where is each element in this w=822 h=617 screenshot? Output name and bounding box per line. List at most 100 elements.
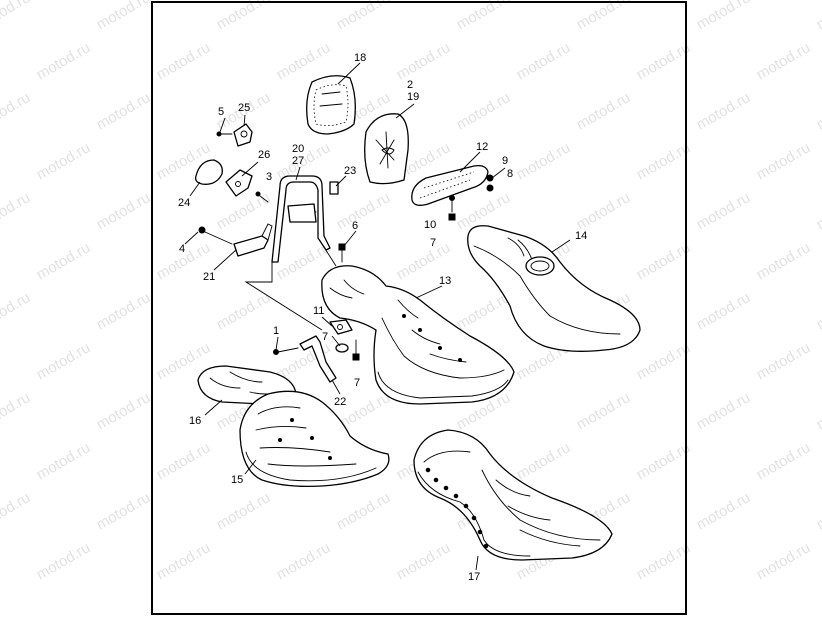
part-8-nut[interactable] xyxy=(486,184,494,192)
part-18-seat[interactable] xyxy=(413,429,613,561)
watermark-text: motod.ru xyxy=(94,289,154,333)
watermark-text: motod.ru xyxy=(94,0,154,33)
callout-20[interactable]: 19 xyxy=(407,91,419,103)
watermark-text: motod.ru xyxy=(394,539,454,583)
watermark-text: motod.ru xyxy=(574,389,634,433)
watermark-text: motod.ru xyxy=(574,189,634,233)
watermark-text: motod.ru xyxy=(214,0,274,33)
part-12-pad[interactable] xyxy=(411,164,489,206)
callout-25[interactable]: 24 xyxy=(178,197,190,209)
callout-15[interactable]: 14 xyxy=(575,230,587,242)
part-9-washer[interactable] xyxy=(335,343,349,353)
watermark-text: motod.ru xyxy=(34,539,94,583)
part-10-washer[interactable] xyxy=(486,174,494,182)
part-16-seat[interactable] xyxy=(239,390,390,488)
watermark-text: motod.ru xyxy=(814,489,822,533)
watermark-text: motod.ru xyxy=(0,189,33,233)
watermark-text: motod.ru xyxy=(154,39,214,83)
part-22-bracket[interactable] xyxy=(233,223,273,257)
part-6-bolt[interactable] xyxy=(338,243,346,263)
part-5-screw[interactable] xyxy=(216,131,233,137)
callout-18[interactable]: 17 xyxy=(468,571,480,583)
callout-13[interactable]: 11 xyxy=(313,305,324,317)
watermark-text: motod.ru xyxy=(514,439,574,483)
watermark-text: motod.ru xyxy=(634,539,694,583)
leader-lines xyxy=(184,62,571,571)
callout-23[interactable]: 22 xyxy=(334,396,346,408)
part-25-plate[interactable] xyxy=(194,159,223,185)
watermark-text: motod.ru xyxy=(214,289,274,333)
watermark-text: motod.ru xyxy=(754,439,814,483)
part-20-backrest[interactable] xyxy=(364,113,409,185)
callout-12[interactable]: 12 xyxy=(476,141,488,153)
part-27-plate[interactable] xyxy=(225,169,253,197)
part-4-bolt[interactable] xyxy=(198,226,233,245)
part-23-bracket[interactable] xyxy=(299,335,337,383)
callout-16[interactable]: 15 xyxy=(231,474,243,486)
watermark-text: motod.ru xyxy=(154,539,214,583)
watermark-text: motod.ru xyxy=(514,139,574,183)
watermark-text: motod.ru xyxy=(514,39,574,83)
part-19-backrest-pad[interactable] xyxy=(306,75,356,135)
callout-3[interactable]: 3 xyxy=(266,171,272,183)
watermark-text: motod.ru xyxy=(0,389,33,433)
part-15-seat[interactable] xyxy=(467,225,641,352)
callout-8[interactable]: 8 xyxy=(507,168,513,180)
callout-10[interactable]: 9 xyxy=(502,155,508,167)
watermark-text: motod.ru xyxy=(814,389,822,433)
callout-28[interactable]: 27 xyxy=(292,155,304,167)
stud-row xyxy=(425,467,489,549)
part-14-seat[interactable] xyxy=(321,265,515,405)
watermark-text: motod.ru xyxy=(634,239,694,283)
part-1-screw[interactable] xyxy=(273,347,299,355)
watermark-text: motod.ru xyxy=(754,339,814,383)
watermark-text: motod.ru xyxy=(0,0,33,33)
watermark-text: motod.ru xyxy=(634,39,694,83)
part-11-screw[interactable] xyxy=(449,195,455,213)
part-7-screw[interactable] xyxy=(448,213,456,221)
callout-7a[interactable]: 7 xyxy=(430,237,436,249)
part-21-upright[interactable] xyxy=(271,175,331,263)
watermark-text: motod.ru xyxy=(34,339,94,383)
watermark-text: motod.ru xyxy=(574,89,634,133)
callout-17[interactable]: 16 xyxy=(189,415,201,427)
callout-22[interactable]: 21 xyxy=(203,271,215,283)
callout-5[interactable]: 5 xyxy=(218,106,224,118)
callout-2[interactable]: 2 xyxy=(407,79,413,91)
watermark-text: motod.ru xyxy=(0,489,33,533)
callout-14[interactable]: 13 xyxy=(439,275,451,287)
watermark-text: motod.ru xyxy=(214,489,274,533)
watermark-text: motod.ru xyxy=(694,389,754,433)
watermark-text: motod.ru xyxy=(634,139,694,183)
callout-7b[interactable]: 7 xyxy=(354,377,360,389)
callout-27[interactable]: 26 xyxy=(258,149,270,161)
callout-9[interactable]: 7 xyxy=(322,331,328,343)
watermark-text: motod.ru xyxy=(94,189,154,233)
watermark-text: motod.ru xyxy=(34,39,94,83)
watermark-text: motod.ru xyxy=(394,39,454,83)
watermark-text: motod.ru xyxy=(154,439,214,483)
callout-21[interactable]: 20 xyxy=(292,143,304,155)
callout-26[interactable]: 25 xyxy=(238,102,250,114)
callout-4[interactable]: 4 xyxy=(179,243,185,255)
callout-1[interactable]: 1 xyxy=(273,325,279,337)
part-13-bracket[interactable] xyxy=(329,319,353,335)
part-7-bolt[interactable] xyxy=(352,339,360,361)
watermark-text: motod.ru xyxy=(694,289,754,333)
callout-24[interactable]: 23 xyxy=(344,165,356,177)
part-3-screw[interactable] xyxy=(255,191,269,203)
callout-19[interactable]: 18 xyxy=(354,52,366,64)
watermark-text: motod.ru xyxy=(694,189,754,233)
watermark-text: motod.ru xyxy=(574,0,634,33)
part-26-plate[interactable] xyxy=(233,123,253,147)
callout-6[interactable]: 6 xyxy=(352,220,358,232)
watermark-text: motod.ru xyxy=(814,89,822,133)
watermark-text: motod.ru xyxy=(754,539,814,583)
part-24-clip[interactable] xyxy=(329,181,339,195)
watermark-text: motod.ru xyxy=(814,0,822,33)
watermark-text: motod.ru xyxy=(754,139,814,183)
callout-11[interactable]: 10 xyxy=(424,219,436,231)
watermark-text: motod.ru xyxy=(34,439,94,483)
watermark-text: motod.ru xyxy=(814,189,822,233)
